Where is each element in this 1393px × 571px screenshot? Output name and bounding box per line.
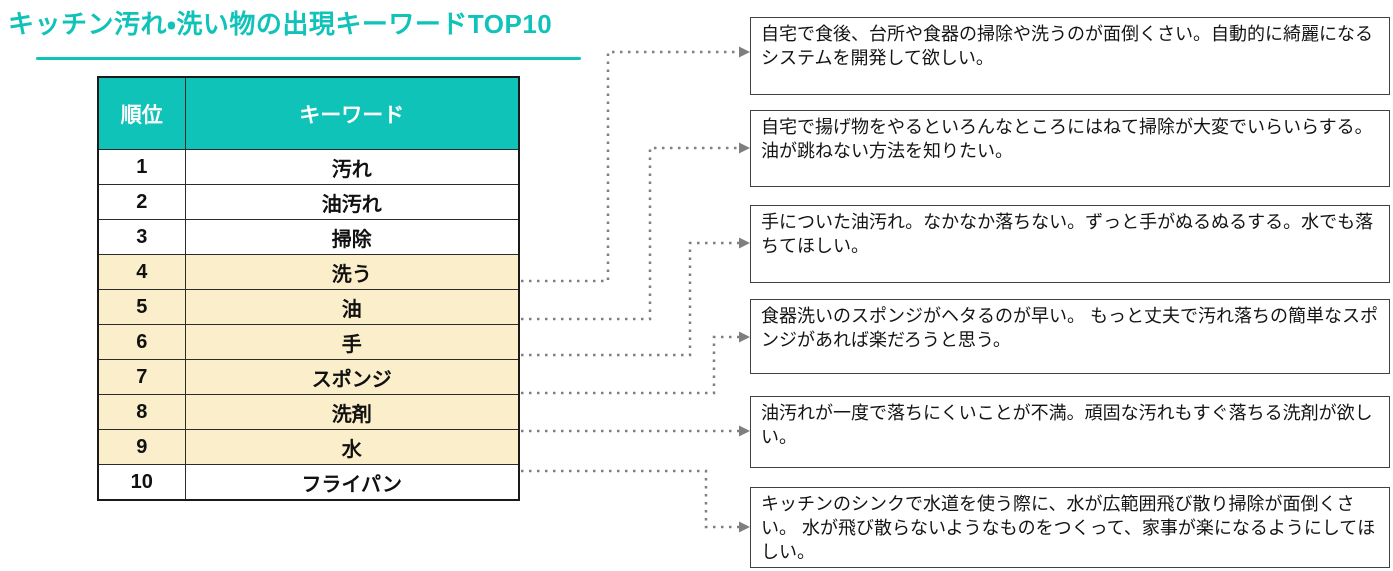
comment-text: 食器洗いのスポンジがヘタるのが早い。 もっと丈夫で汚れ落ちの簡単なスポンジがあれ… (761, 306, 1378, 350)
comment-text: 自宅で食後、台所や食器の掃除や洗うのが面倒くさい。自動的に綺麗になるシステムを開… (761, 24, 1373, 68)
rank-column-header: 順位 (97, 76, 186, 150)
rank-cell: 4 (97, 254, 186, 290)
comment-box-water: キッチンのシンクで水道を使う際に、水が広範囲飛び散り掃除が面倒くさい。 水が飛び… (750, 487, 1390, 568)
keyword-cell: 洗剤 (184, 394, 520, 430)
keyword-cell: 汚れ (184, 149, 520, 185)
rank-cell: 2 (97, 184, 186, 220)
title-underline (36, 57, 581, 60)
comment-text: 油汚れが一度で落ちにくいことが不満。頑固な汚れもすぐ落ちる洗剤が欲しい。 (761, 403, 1373, 447)
comment-box-washing: 自宅で食後、台所や食器の掃除や洗うのが面倒くさい。自動的に綺麗になるシステムを開… (750, 17, 1390, 95)
rank-cell: 6 (97, 324, 186, 360)
keyword-cell: 手 (184, 324, 520, 360)
keyword-column-header: キーワード (184, 76, 520, 150)
rank-cell: 9 (97, 429, 186, 465)
keyword-cell: 掃除 (184, 219, 520, 255)
comment-box-hands: 手についた油汚れ。なかなか落ちない。ずっと手がぬるぬるする。水でも落ちてほしい。 (750, 205, 1390, 283)
comment-text: 手についた油汚れ。なかなか落ちない。ずっと手がぬるぬるする。水でも落ちてほしい。 (761, 212, 1374, 256)
keyword-cell: 油 (184, 289, 520, 325)
keyword-cell: スポンジ (184, 359, 520, 395)
comment-text: 自宅で揚げ物をやるといろんなところにはねて掃除が大変でいらいらする。 油が跳ねな… (761, 117, 1373, 161)
rank-cell: 8 (97, 394, 186, 430)
rank-cell: 5 (97, 289, 186, 325)
rank-cell: 3 (97, 219, 186, 255)
page-title: キッチン汚れ・洗い物の出現キーワードTOP10 (8, 9, 553, 39)
keyword-cell: 洗う (184, 254, 520, 290)
table-header-row: 順位 キーワード (97, 76, 520, 150)
comment-text: キッチンのシンクで水道を使う際に、水が広範囲飛び散り掃除が面倒くさい。 水が飛び… (761, 494, 1376, 562)
rank-cell: 7 (97, 359, 186, 395)
rank-cell: 1 (97, 149, 186, 185)
comment-box-detergent: 油汚れが一度で落ちにくいことが不満。頑固な汚れもすぐ落ちる洗剤が欲しい。 (750, 396, 1390, 468)
comment-box-oil: 自宅で揚げ物をやるといろんなところにはねて掃除が大変でいらいらする。 油が跳ねな… (750, 110, 1390, 187)
keyword-cell: 水 (184, 429, 520, 465)
rank-cell: 10 (97, 464, 186, 501)
keyword-cell: フライパン (184, 464, 520, 501)
keyword-cell: 油汚れ (184, 184, 520, 220)
comment-box-sponge: 食器洗いのスポンジがヘタるのが早い。 もっと丈夫で汚れ落ちの簡単なスポンジがあれ… (750, 299, 1390, 374)
